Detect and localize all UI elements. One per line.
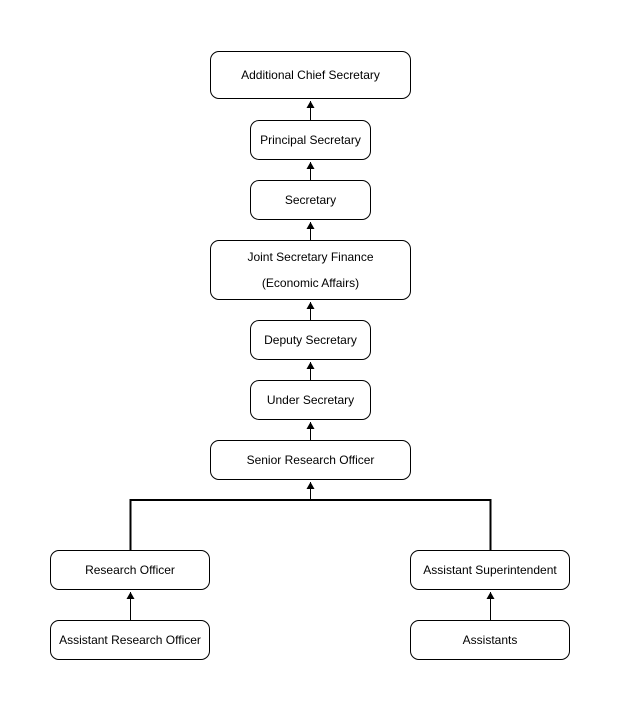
node-label-line2: (Economic Affairs) <box>261 276 360 290</box>
node-label: Under Secretary <box>266 392 355 407</box>
connector-branch-tee <box>129 499 492 551</box>
node-label: Research Officer <box>85 562 175 577</box>
node-assistant-research-officer: Assistant Research Officer <box>50 620 210 660</box>
node-label: Secretary <box>284 192 337 207</box>
node-label-line1: Joint Secretary Finance <box>247 250 374 264</box>
node-additional-chief-secretary: Additional Chief Secretary <box>210 51 411 99</box>
node-assistants: Assistants <box>410 620 570 660</box>
node-label: Principal Secretary <box>260 132 361 147</box>
node-label: Deputy Secretary <box>264 332 357 347</box>
node-under-secretary: Under Secretary <box>250 380 371 420</box>
node-label: Assistant Research Officer <box>59 632 201 647</box>
node-deputy-secretary: Deputy Secretary <box>250 320 371 360</box>
node-secretary: Secretary <box>250 180 371 220</box>
node-assistant-superintendent: Assistant Superintendent <box>410 550 570 590</box>
node-label: Assistants <box>462 632 518 647</box>
node-senior-research-officer: Senior Research Officer <box>210 440 411 480</box>
node-label: Assistant Superintendent <box>423 562 557 577</box>
node-principal-secretary: Principal Secretary <box>250 120 371 160</box>
node-research-officer: Research Officer <box>50 550 210 590</box>
node-label: Additional Chief Secretary <box>241 67 380 82</box>
node-joint-secretary-finance: Joint Secretary Finance (Economic Affair… <box>210 240 411 300</box>
node-label: Senior Research Officer <box>246 452 375 467</box>
